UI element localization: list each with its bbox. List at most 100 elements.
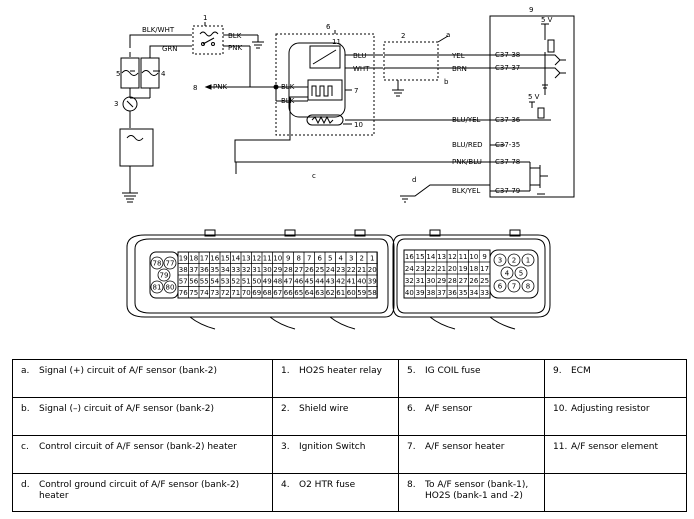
legend-cell: 1. HO2S heater relay bbox=[272, 359, 399, 398]
af-sensor-box bbox=[275, 33, 375, 136]
right-connector-round-pin bbox=[507, 279, 521, 293]
legend-cell: 4.O2 HTR fuse bbox=[272, 473, 399, 512]
terminal-c37-38: C37-38 bbox=[495, 51, 520, 59]
right-connector-round-pin-label: 6 bbox=[498, 283, 503, 291]
legend-cell: 2.Shield wire bbox=[272, 397, 399, 436]
left-connector-pin-label: 57 bbox=[179, 278, 188, 286]
legend-cell: 3.Ignition Switch bbox=[272, 435, 399, 474]
right-connector-pin-label: 22 bbox=[426, 265, 435, 273]
left-connector-pin-label: 22 bbox=[347, 266, 356, 274]
wire-label-blk-2: BLK bbox=[281, 97, 295, 105]
right-connector-pin-label: 24 bbox=[405, 265, 414, 273]
left-connector-pin-label: 41 bbox=[347, 278, 356, 286]
right-connector-round-pin-label: 4 bbox=[505, 270, 510, 278]
legend-key: a. bbox=[21, 366, 30, 376]
right-connector-pin-label: 29 bbox=[437, 277, 446, 285]
wire-label-blu-yel: BLU/YEL bbox=[452, 116, 481, 124]
left-connector-pin-label: 34 bbox=[221, 266, 230, 274]
legend-key: 5. bbox=[407, 366, 416, 376]
wire-label-pnk-relay: PNK bbox=[228, 44, 242, 52]
legend-text: ECM bbox=[571, 366, 591, 376]
legend-cell: c.Control circuit of A/F sensor (bank-2)… bbox=[12, 435, 273, 474]
left-connector-pin-label: 12 bbox=[252, 255, 261, 263]
left-connector-pin-label: 8 bbox=[297, 255, 301, 263]
left-connector-pin-label: 33 bbox=[231, 266, 240, 274]
callout-1: 1 bbox=[203, 14, 207, 22]
wire-label-blu-red: BLU/RED bbox=[452, 141, 483, 149]
left-connector-pin-label: 24 bbox=[326, 266, 335, 274]
left-connector-pin-label: 28 bbox=[284, 266, 293, 274]
legend-row: d.Control ground circuit of A/F sensor (… bbox=[12, 473, 687, 512]
right-connector-pin-label: 39 bbox=[416, 289, 425, 297]
left-connector-pin-label: 47 bbox=[284, 278, 293, 286]
terminal-c37-78: C37-78 bbox=[495, 158, 520, 166]
right-connector-pin-label: 11 bbox=[459, 253, 468, 261]
left-connector-pin-label: 1 bbox=[370, 255, 374, 263]
left-connector-pin-label: 43 bbox=[326, 278, 335, 286]
left-connector-pin-label: 30 bbox=[263, 266, 272, 274]
callout-11: 11 bbox=[332, 38, 341, 46]
wire-label-pnk-left: PNK bbox=[213, 83, 227, 91]
legend-text: A/F sensor heater bbox=[425, 442, 505, 452]
left-connector-pin-label: 29 bbox=[273, 266, 282, 274]
terminal-c37-37: C37-37 bbox=[495, 64, 520, 72]
left-connector-pin-label: 60 bbox=[347, 289, 356, 297]
terminal-c37-35: C37-35 bbox=[495, 141, 520, 149]
left-connector-pin-label: 65 bbox=[294, 289, 303, 297]
left-connector-pin-label: 37 bbox=[189, 266, 198, 274]
left-connector-round-pin-label: 80 bbox=[166, 284, 175, 292]
legend-key: 9. bbox=[553, 366, 562, 376]
legend-cell: 11.A/F sensor element bbox=[544, 435, 687, 474]
right-connector-pin-label: 10 bbox=[469, 253, 478, 261]
right-connector-pin-label: 18 bbox=[469, 265, 478, 273]
right-connector-pin-label: 28 bbox=[448, 277, 457, 285]
left-connector-pin-label: 50 bbox=[252, 278, 261, 286]
legend-text: A/F sensor bbox=[425, 404, 473, 414]
callout-4: 4 bbox=[161, 70, 166, 78]
right-connector-pin-label: 23 bbox=[416, 265, 425, 273]
left-connector-pin-label: 46 bbox=[294, 278, 303, 286]
wire-label-brn: BRN bbox=[452, 65, 467, 73]
left-connector-pin-label: 9 bbox=[286, 255, 290, 263]
left-connector-pin-label: 6 bbox=[318, 255, 323, 263]
left-connector-pin-label: 7 bbox=[307, 255, 311, 263]
left-connector-round-pin bbox=[150, 280, 164, 294]
legend-cell: a. Signal (+) circuit of A/F sensor (bank… bbox=[12, 359, 273, 398]
right-connector-round-pin-label: 2 bbox=[512, 257, 516, 265]
wire-label-blk-wht: BLK/WHT bbox=[142, 26, 175, 34]
callout-9: 9 bbox=[529, 6, 533, 14]
left-connector-pin-label: 26 bbox=[305, 266, 314, 274]
callout-6: 6 bbox=[326, 23, 331, 31]
left-connector-pin-label: 38 bbox=[179, 266, 188, 274]
left-connector-pin-label: 51 bbox=[242, 278, 251, 286]
left-connector-pin-label: 31 bbox=[252, 266, 261, 274]
left-connector-pin-label: 36 bbox=[200, 266, 209, 274]
left-connector-pin-label: 62 bbox=[326, 289, 335, 297]
legend-key: d. bbox=[21, 480, 30, 490]
legend-key: b. bbox=[21, 404, 30, 414]
left-connector-pin-label: 70 bbox=[242, 289, 251, 297]
left-connector-pin-label: 10 bbox=[273, 255, 282, 263]
left-connector-pin-label: 23 bbox=[336, 266, 345, 274]
right-connector-round-pin bbox=[514, 266, 528, 280]
right-connector-round-pin bbox=[521, 253, 535, 267]
left-connector-pin-label: 45 bbox=[305, 278, 314, 286]
left-connector-pin-label: 74 bbox=[200, 289, 209, 297]
right-connector-round-pin bbox=[500, 266, 514, 280]
legend-text: Control circuit of A/F sensor (bank-2) h… bbox=[39, 442, 237, 452]
legend-cell: 5. IG COIL fuse bbox=[398, 359, 545, 398]
left-connector-round-pin-label: 79 bbox=[160, 272, 169, 280]
right-connector-round-pin bbox=[507, 253, 521, 267]
left-connector-pin-label: 68 bbox=[263, 289, 272, 297]
legend-key: 1. bbox=[281, 366, 290, 376]
callout-3: 3 bbox=[114, 100, 118, 108]
left-connector-pin-label: 72 bbox=[221, 289, 230, 297]
left-connector-pin-label: 27 bbox=[294, 266, 303, 274]
left-connector-round-pin-label: 81 bbox=[153, 284, 162, 292]
legend-text: A/F sensor element bbox=[571, 442, 659, 452]
legend-text: IG COIL fuse bbox=[425, 366, 481, 376]
legend-text: Signal (+) circuit of A/F sensor (bank-2… bbox=[39, 366, 218, 376]
legend-text: HO2S heater relay bbox=[299, 366, 382, 376]
